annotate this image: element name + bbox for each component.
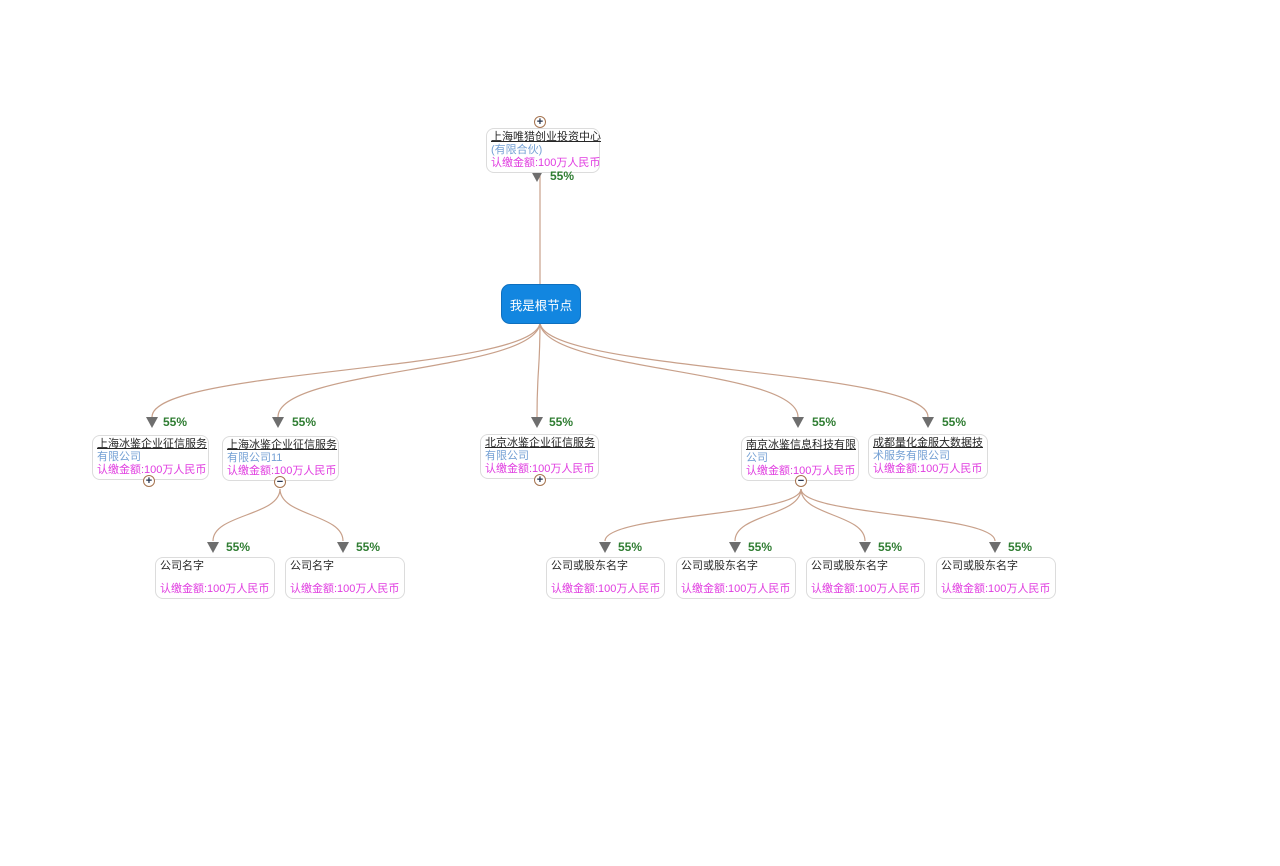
- percent-label: 55%: [549, 415, 574, 429]
- company-node[interactable]: 公司或股东名字 认缴金额:100万人民币: [936, 557, 1056, 599]
- company-name: 公司名字: [290, 560, 334, 572]
- percent-label: 55%: [226, 540, 251, 554]
- company-node[interactable]: 南京冰鉴信息科技有限 公司 认缴金额:100万人民币: [741, 436, 859, 481]
- subscribed-amount: 认缴金额:100万人民币: [227, 465, 337, 477]
- subscribed-amount: 认缴金额:100万人民币: [681, 583, 791, 595]
- company-name-secondary: (有限合伙): [491, 144, 543, 156]
- company-name-secondary: [290, 573, 400, 583]
- percent-label: 55%: [550, 169, 575, 183]
- percent-label: 55%: [292, 415, 317, 429]
- percent-label: 55%: [356, 540, 381, 554]
- percent-label: 55%: [163, 415, 188, 429]
- percent-label: 55%: [878, 540, 903, 554]
- company-name: 上海唯猎创业投资中心: [491, 131, 601, 143]
- subscribed-amount: 认缴金额:100万人民币: [941, 583, 1051, 595]
- company-name-secondary: [941, 573, 1051, 583]
- company-name-secondary: [681, 573, 791, 583]
- company-name-secondary: [551, 573, 660, 583]
- company-node[interactable]: 北京冰鉴企业征信服务 有限公司 认缴金额:100万人民币: [480, 434, 599, 479]
- company-node[interactable]: 上海冰鉴企业征信服务 有限公司 认缴金额:100万人民币: [92, 435, 209, 480]
- company-name: 南京冰鉴信息科技有限: [746, 439, 856, 451]
- collapse-toggle-icon[interactable]: −: [274, 476, 286, 488]
- arrowheads: [146, 171, 1001, 553]
- root-node[interactable]: 我是根节点: [501, 284, 581, 324]
- company-name: 上海冰鉴企业征信服务: [97, 438, 207, 450]
- company-name-secondary: 有限公司: [485, 450, 529, 462]
- company-name: 公司或股东名字: [811, 560, 888, 572]
- subscribed-amount: 认缴金额:100万人民币: [873, 463, 983, 475]
- company-node[interactable]: 公司名字 认缴金额:100万人民币: [155, 557, 275, 599]
- percent-label: 55%: [1008, 540, 1033, 554]
- company-name-secondary: [160, 573, 270, 583]
- root-node-label: 我是根节点: [509, 298, 573, 313]
- company-name-secondary: [811, 573, 920, 583]
- company-name: 公司名字: [160, 560, 204, 572]
- company-node[interactable]: 公司或股东名字 认缴金额:100万人民币: [676, 557, 796, 599]
- subscribed-amount: 认缴金额:100万人民币: [290, 583, 400, 595]
- company-name-secondary: 有限公司11: [227, 452, 283, 464]
- company-name: 成都量化金服大数据技: [873, 437, 983, 449]
- shareholder-node[interactable]: 上海唯猎创业投资中心 (有限合伙) 认缴金额:100万人民币: [486, 128, 601, 173]
- subscribed-amount: 认缴金额:100万人民币: [491, 157, 601, 169]
- company-name: 公司或股东名字: [551, 560, 628, 572]
- company-node[interactable]: 公司名字 认缴金额:100万人民币: [285, 557, 405, 599]
- collapse-toggle-icon[interactable]: −: [795, 475, 807, 487]
- subscribed-amount: 认缴金额:100万人民币: [811, 583, 921, 595]
- company-node[interactable]: 成都量化金服大数据技 术服务有限公司 认缴金额:100万人民币: [868, 434, 988, 479]
- percent-label: 55%: [618, 540, 643, 554]
- subscribed-amount: 认缴金额:100万人民币: [485, 463, 595, 475]
- subscribed-amount: 认缴金额:100万人民币: [97, 464, 207, 476]
- expand-toggle-icon[interactable]: +: [534, 116, 546, 128]
- company-node[interactable]: 公司或股东名字 认缴金额:100万人民币: [806, 557, 925, 599]
- percent-label: 55%: [748, 540, 773, 554]
- subscribed-amount: 认缴金额:100万人民币: [551, 583, 661, 595]
- company-name: 北京冰鉴企业征信服务: [485, 437, 595, 449]
- company-name: 公司或股东名字: [681, 560, 758, 572]
- expand-toggle-icon[interactable]: +: [534, 474, 546, 486]
- company-node[interactable]: 上海冰鉴企业征信服务 有限公司11 认缴金额:100万人民币: [222, 436, 339, 481]
- expand-toggle-icon[interactable]: +: [143, 475, 155, 487]
- percent-label: 55%: [942, 415, 967, 429]
- company-name-secondary: 公司: [746, 452, 768, 464]
- subscribed-amount: 认缴金额:100万人民币: [746, 465, 856, 477]
- percent-label: 55%: [812, 415, 837, 429]
- company-name-secondary: 术服务有限公司: [873, 450, 950, 462]
- company-node[interactable]: 公司或股东名字 认缴金额:100万人民币: [546, 557, 665, 599]
- company-name-secondary: 有限公司: [97, 451, 141, 463]
- company-name: 公司或股东名字: [941, 560, 1018, 572]
- company-name: 上海冰鉴企业征信服务: [227, 439, 337, 451]
- subscribed-amount: 认缴金额:100万人民币: [160, 583, 270, 595]
